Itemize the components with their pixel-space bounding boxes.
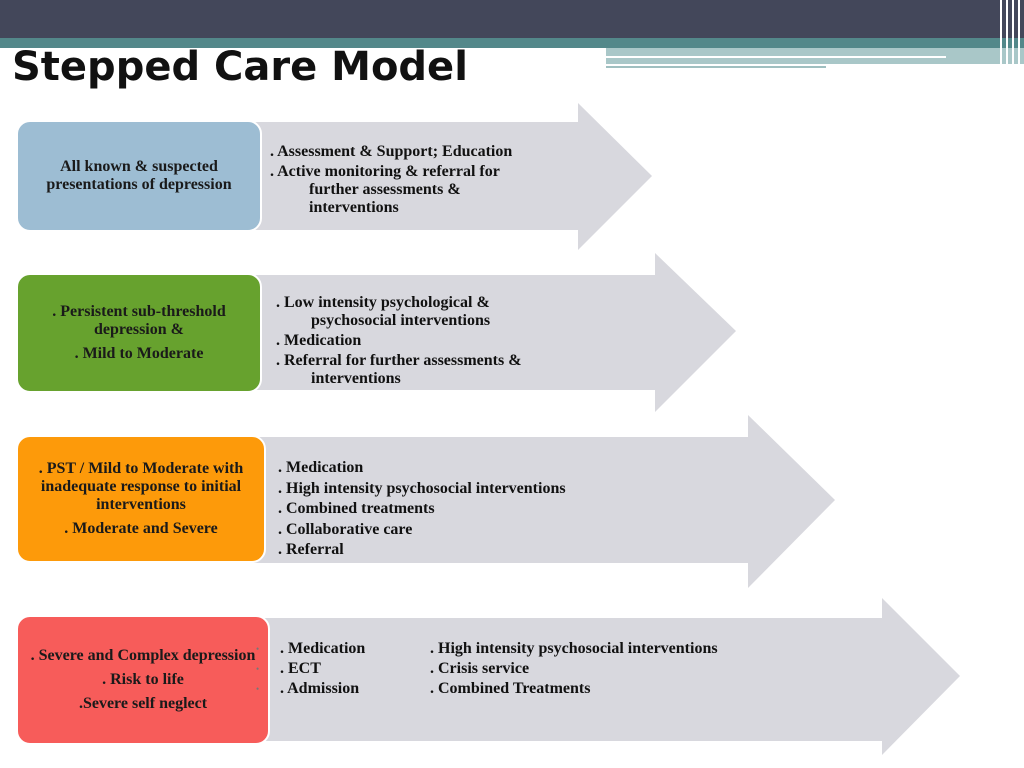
step-3-box-line: . Moderate and Severe [64, 520, 218, 537]
step-1-item: . Active monitoring & referral for [270, 163, 500, 180]
step-2-box-line: . Mild to Moderate [74, 345, 204, 362]
step-1-item: further assessments & [309, 181, 461, 198]
step-4-content: . Medication . High intensity psychosoci… [280, 639, 718, 699]
step-3-item: . High intensity psychosocial interventi… [278, 479, 566, 497]
step-3-item: . Collaborative care [278, 520, 413, 538]
step-1-item: interventions [309, 199, 399, 216]
step-4-bullet-markers: ••• [256, 644, 260, 694]
step-4-cell: . Admission [280, 680, 360, 697]
step-3-item: . Referral [278, 541, 344, 558]
step-2-box-line: . Persistent sub-threshold depression & [52, 303, 226, 338]
step-4-box-line: . Severe and Complex depression [30, 647, 256, 664]
step-3-box: . PST / Mild to Moderate with inadequate… [16, 435, 266, 563]
step-1-box: All known & suspected presentations of d… [16, 120, 262, 232]
step-1-box-line: All known & suspected presentations of d… [46, 158, 232, 193]
step-3-box-line: . PST / Mild to Moderate with inadequate… [38, 460, 244, 513]
step-4-cell: . Crisis service [430, 660, 530, 677]
step-2-content: . Low intensity psychological & psychoso… [276, 294, 522, 388]
step-arrow-4 [255, 598, 960, 755]
step-1-content: . Assessment & Support; Education . Acti… [270, 143, 512, 217]
step-2-item: interventions [311, 370, 401, 387]
step-4-cell: . Combined Treatments [430, 680, 591, 697]
header-teal-bar [0, 38, 1024, 48]
step-3-content: . Medication . High intensity psychosoci… [278, 458, 566, 561]
step-4-box: . Severe and Complex depression . Risk t… [16, 615, 270, 745]
header-divider-line [606, 56, 946, 58]
step-3-item: . Combined treatments [278, 500, 435, 517]
step-4-row: . Medication . High intensity psychosoci… [280, 639, 718, 659]
step-4-cell: . ECT [280, 660, 321, 677]
step-3-item: . Medication [278, 459, 364, 476]
step-arrow-1 [250, 103, 652, 250]
step-arrow-3 [250, 415, 835, 588]
header-dark-bar [0, 0, 1024, 38]
step-4-row: . ECT . Crisis service [280, 659, 718, 679]
step-4-box-line: .Severe self neglect [78, 695, 208, 712]
step-4-cell: . Medication [280, 640, 366, 657]
step-2-item: . Referral for further assessments & [276, 352, 522, 369]
step-arrow-2 [250, 253, 736, 412]
step-4-row: . Admission . Combined Treatments [280, 679, 718, 699]
step-1-item: . Assessment & Support; Education [270, 143, 513, 160]
header-stripes [994, 0, 1024, 68]
step-4-box-line: . Risk to life [102, 671, 184, 688]
step-2-box: . Persistent sub-threshold depression & … [16, 273, 262, 393]
step-2-item: . Low intensity psychological & [276, 294, 490, 311]
header-accent-line [606, 66, 826, 68]
step-2-item: psychosocial interventions [311, 312, 491, 329]
step-4-cell: . High intensity psychosocial interventi… [430, 640, 718, 657]
step-2-item: . Medication [276, 332, 362, 349]
slide-title: Stepped Care Model [12, 44, 468, 90]
